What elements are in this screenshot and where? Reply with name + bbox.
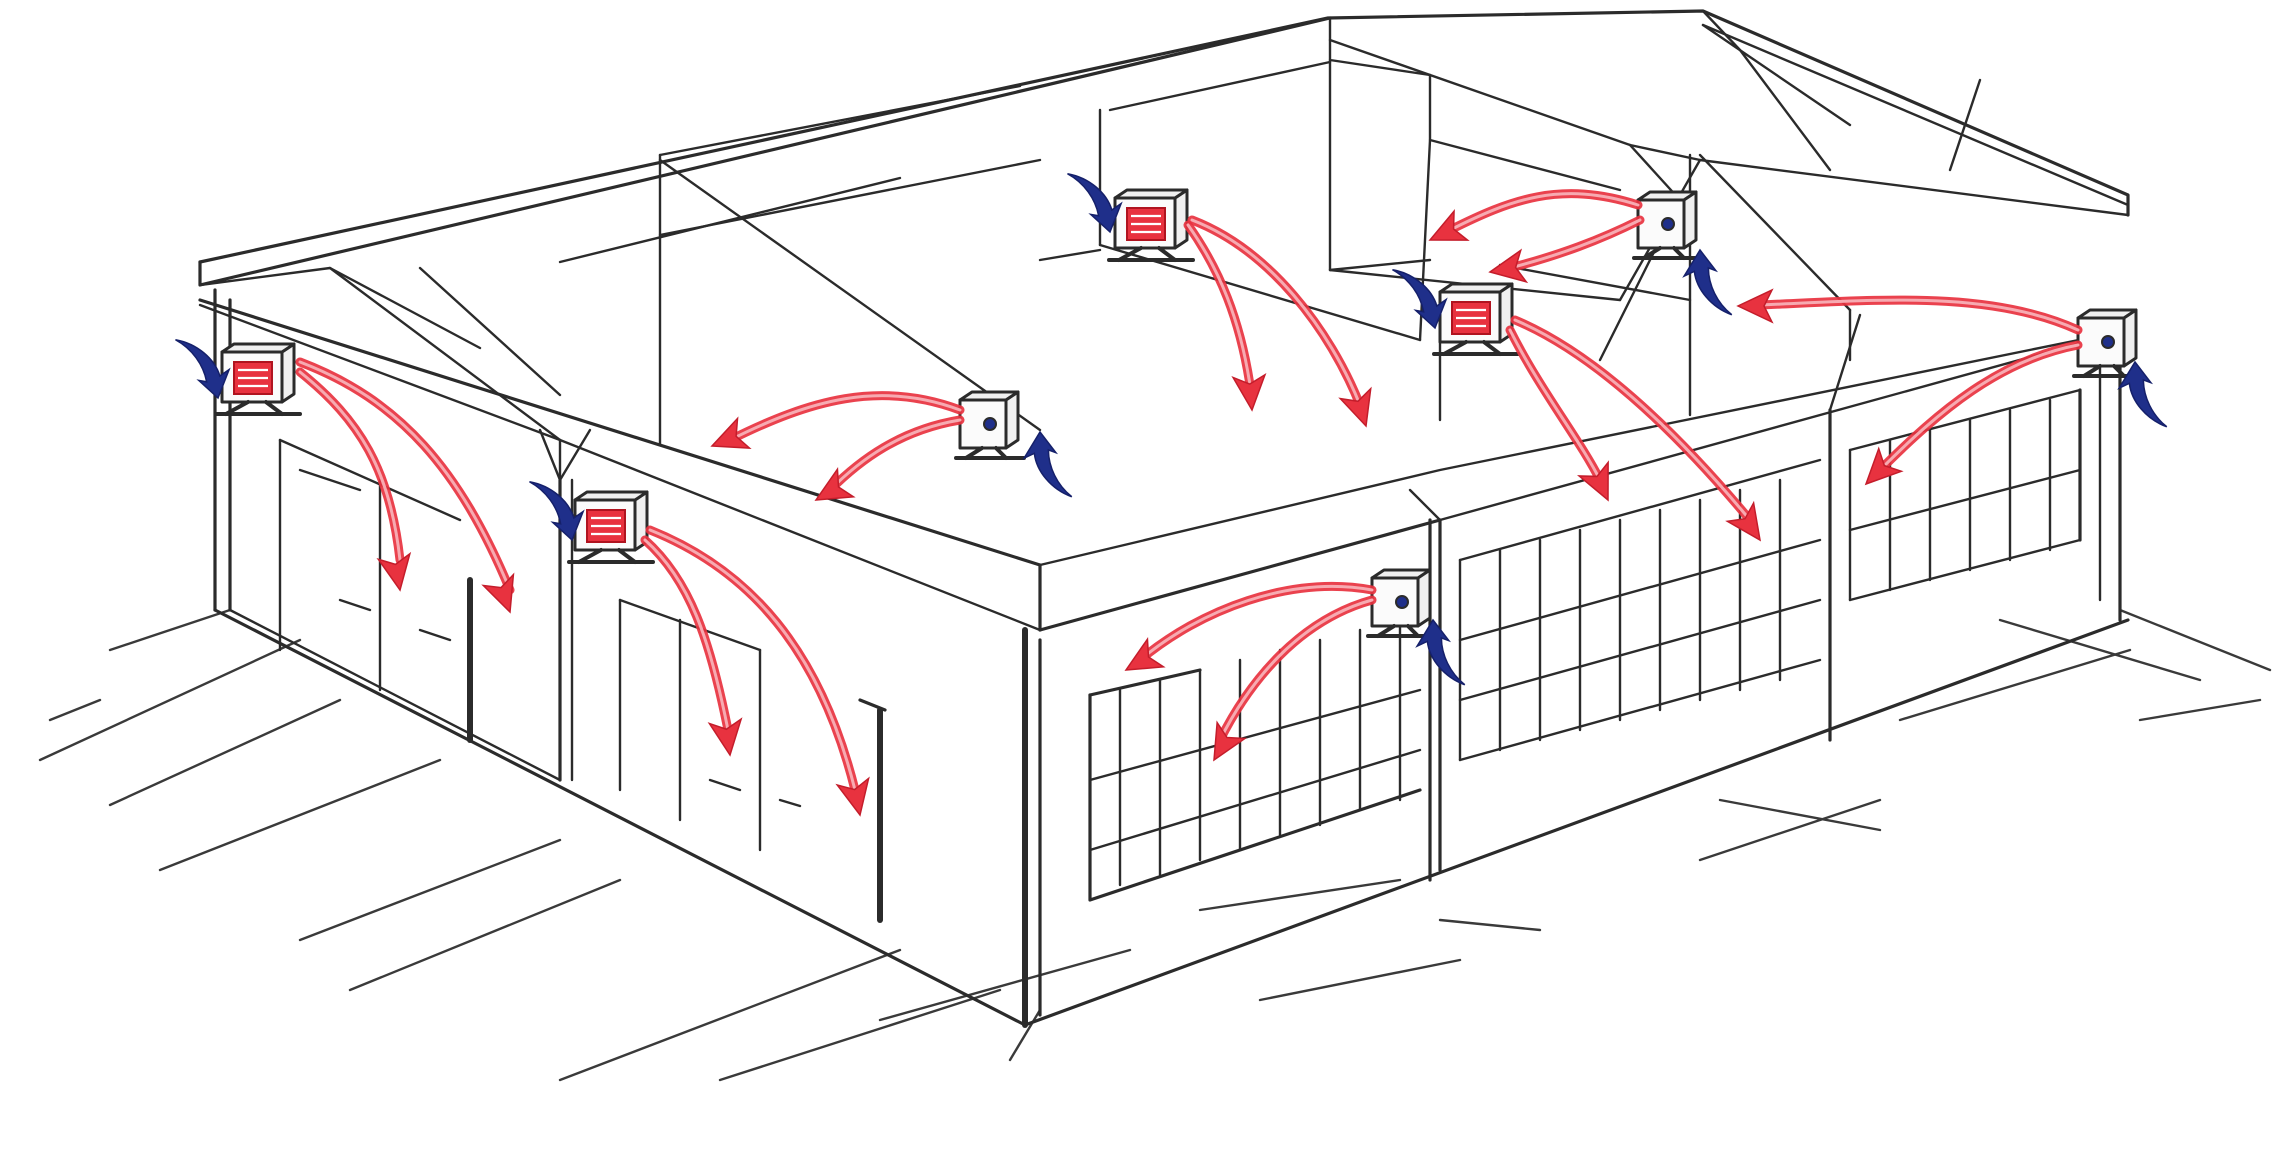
warm-air-arrow [295,367,412,592]
heater-2-unit [567,490,655,564]
heater-3-unit [1107,188,1195,262]
warm-air-arrow [1510,315,1762,542]
cool-air-arrow [529,480,585,542]
warm-air-arrow [1428,189,1643,241]
cool-air-arrow [2117,360,2168,428]
ground-markings [38,608,2272,1082]
cool-air-arrow [1067,172,1123,234]
heater-5-unit [954,390,1026,460]
cool-air-arrow [1392,268,1448,330]
warm-air-arrow [1213,595,1377,762]
heater-6-unit [1366,568,1438,638]
warm-air-arrow [710,391,965,449]
building-frame [198,9,2130,1028]
cool-air-layer [175,172,2168,686]
heater-1-unit [214,342,302,416]
warm-air-arrow [1736,288,2083,335]
cool-air-arrow [175,338,231,400]
warm-air-arrow [1187,215,1372,428]
heater-7-unit [1632,190,1704,260]
heater-4-unit [1432,282,1520,356]
warm-air-arrow [1864,340,2083,486]
cool-air-arrow [1022,430,1073,498]
cool-air-arrow [1682,248,1733,316]
warm-air-arrow [645,525,870,817]
warm-air-arrow [640,535,743,757]
warm-air-arrow [814,415,965,501]
warm-air-layer [295,189,2083,817]
warm-air-arrow [1183,220,1267,412]
cool-air-arrow [1415,618,1466,686]
warm-air-arrow [1124,582,1377,671]
warm-air-arrow [1505,325,1609,502]
warm-air-arrow [295,357,515,614]
warm-air-arrow [1488,215,1645,284]
